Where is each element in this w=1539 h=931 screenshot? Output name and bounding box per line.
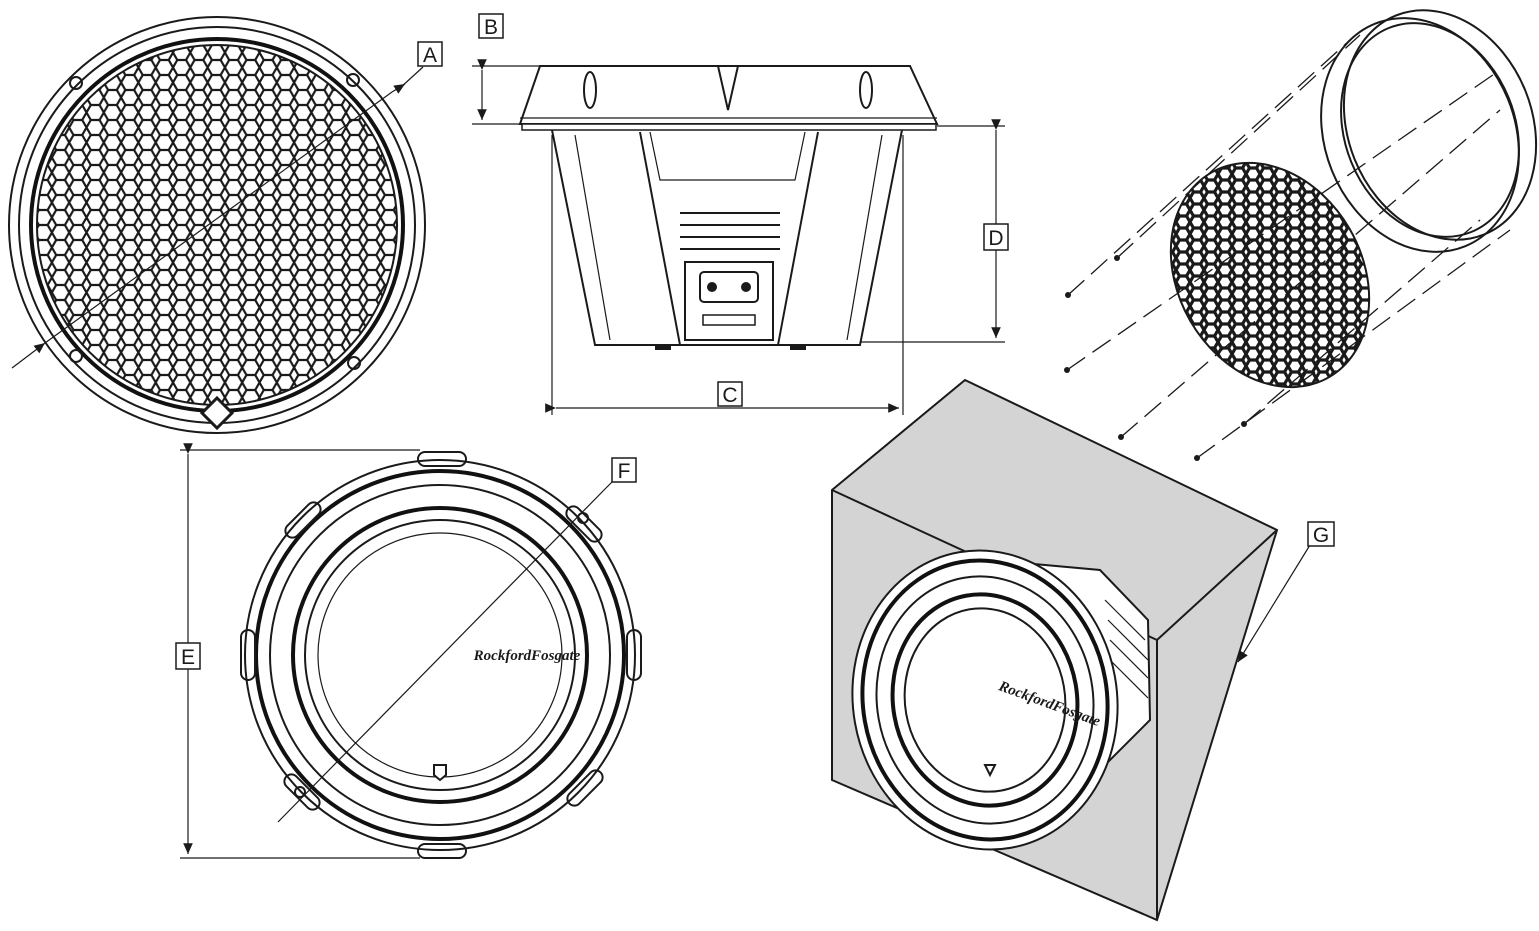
dimension-c bbox=[545, 135, 904, 415]
assembly-guide-lines bbox=[1066, 34, 1511, 459]
svg-text:F: F bbox=[618, 460, 631, 483]
woofer-front-view: RockfordFosgate bbox=[240, 451, 642, 859]
woofer-side-view bbox=[518, 65, 939, 350]
box-badge-icon bbox=[983, 764, 997, 778]
svg-text:G: G bbox=[1313, 524, 1329, 547]
svg-text:A: A bbox=[423, 44, 437, 67]
label-e: E bbox=[175, 642, 201, 670]
label-c: C bbox=[717, 381, 743, 407]
motor-fins bbox=[1104, 599, 1149, 699]
label-g: G bbox=[1307, 521, 1335, 547]
label-f: F bbox=[611, 457, 637, 483]
enclosure-woofer: RockfordFosgate bbox=[851, 549, 1152, 851]
woofer-badge-icon bbox=[433, 764, 447, 782]
mounting-tabs bbox=[240, 451, 642, 859]
svg-text:D: D bbox=[988, 227, 1003, 250]
grille-screws bbox=[69, 73, 361, 370]
exploded-grille-assembly bbox=[1064, 9, 1538, 461]
grille-front-view bbox=[8, 16, 426, 434]
label-d: D bbox=[983, 223, 1009, 251]
svg-text:C: C bbox=[722, 384, 737, 407]
svg-text:E: E bbox=[181, 646, 195, 669]
svg-text:B: B bbox=[484, 16, 498, 39]
dimension-b bbox=[472, 59, 540, 125]
front-brand-logo: RockfordFosgate bbox=[473, 648, 581, 664]
label-a: A bbox=[417, 41, 443, 67]
side-vent-slots bbox=[680, 212, 780, 250]
grille-badge-icon bbox=[199, 395, 235, 431]
label-b: B bbox=[478, 13, 504, 39]
